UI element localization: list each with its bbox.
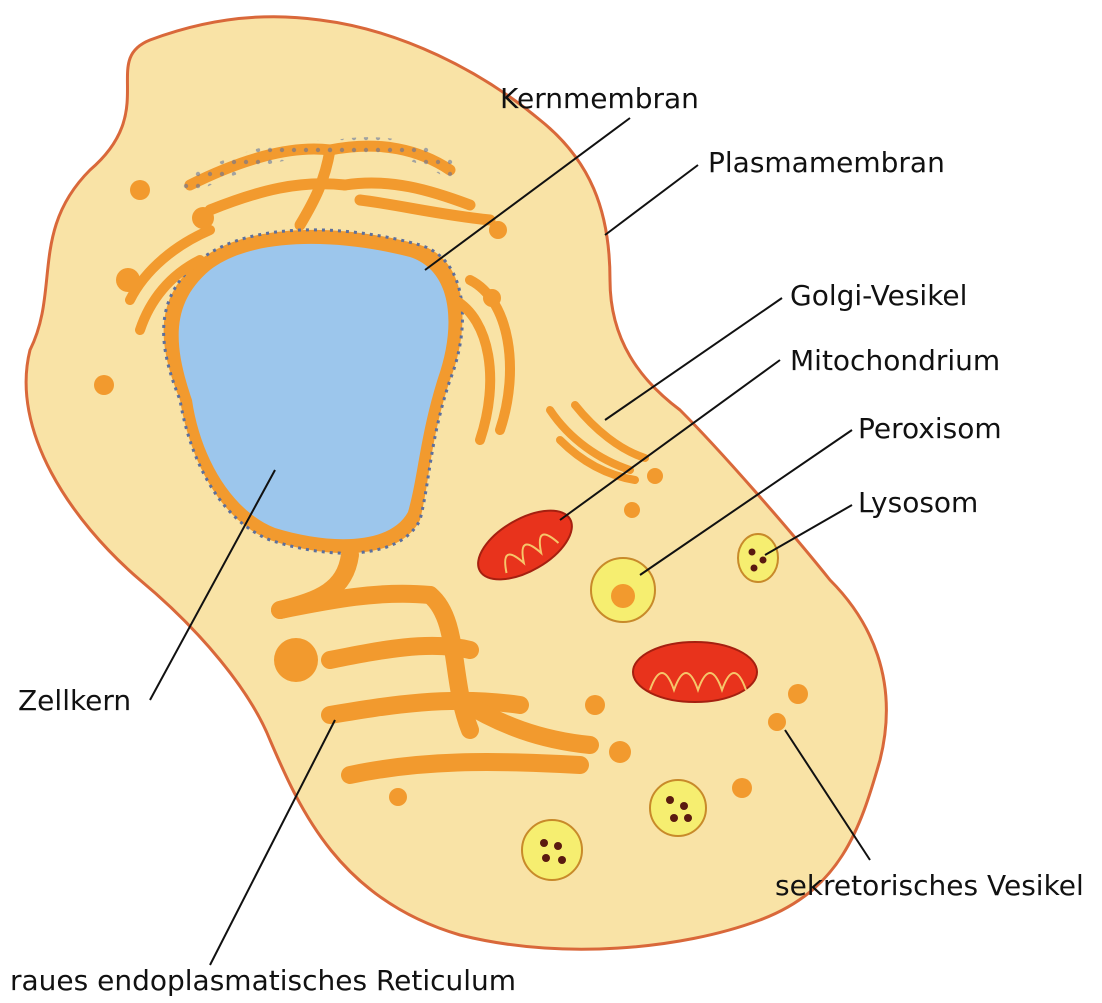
label-kernmembran: Kernmembran	[500, 82, 699, 115]
peroxisome	[591, 558, 655, 622]
label-lysosom: Lysosom	[858, 486, 978, 519]
label-golgi-vesikel: Golgi-Vesikel	[790, 279, 967, 312]
mitochondrion-2	[633, 642, 757, 702]
label-plasmamembran: Plasmamembran	[708, 146, 945, 179]
label-mitochondrium: Mitochondrium	[790, 344, 1000, 377]
leader-er	[210, 720, 335, 965]
leader-plasmamembran	[605, 165, 698, 235]
lysosome-1	[738, 534, 778, 582]
lysosome-3	[522, 820, 582, 880]
lysosome-2	[650, 780, 706, 836]
label-raues-er: raues endoplasmatisches Reticulum	[10, 964, 516, 997]
label-sekretorisches-vesikel: sekretorisches Vesikel	[775, 869, 1084, 902]
label-peroxisom: Peroxisom	[858, 412, 1002, 445]
label-zellkern: Zellkern	[18, 684, 131, 717]
